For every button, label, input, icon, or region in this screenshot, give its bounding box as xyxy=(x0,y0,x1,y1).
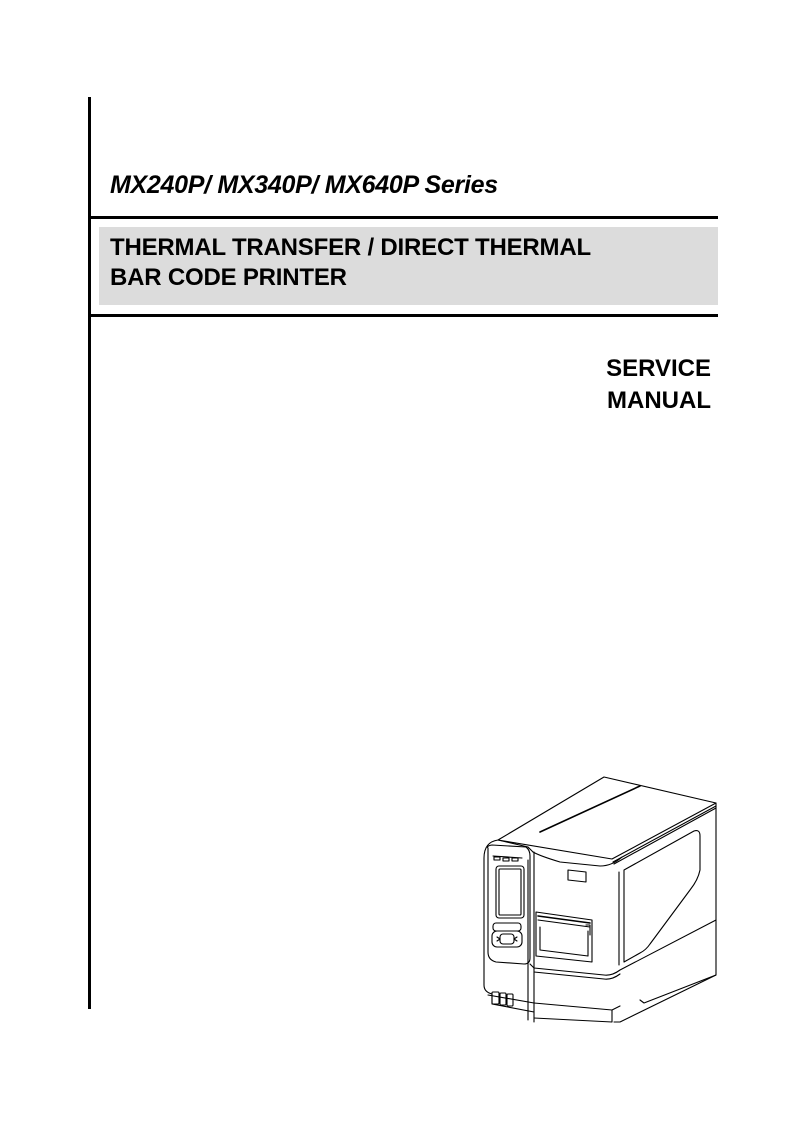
document-type-line-2: MANUAL xyxy=(607,387,711,414)
product-title-line-2: BAR CODE PRINTER xyxy=(110,264,347,291)
bottom-divider-rule xyxy=(91,314,718,317)
product-title-band: THERMAL TRANSFER / DIRECT THERMAL BAR CO… xyxy=(99,227,718,305)
document-type-line-1: SERVICE xyxy=(606,355,711,382)
left-margin-bar xyxy=(88,97,91,1009)
top-divider-rule xyxy=(91,216,718,219)
series-title: MX240P/ MX340P/ MX640P Series xyxy=(110,171,498,199)
printer-illustration xyxy=(483,776,717,1023)
product-title-line-1: THERMAL TRANSFER / DIRECT THERMAL xyxy=(110,234,591,261)
